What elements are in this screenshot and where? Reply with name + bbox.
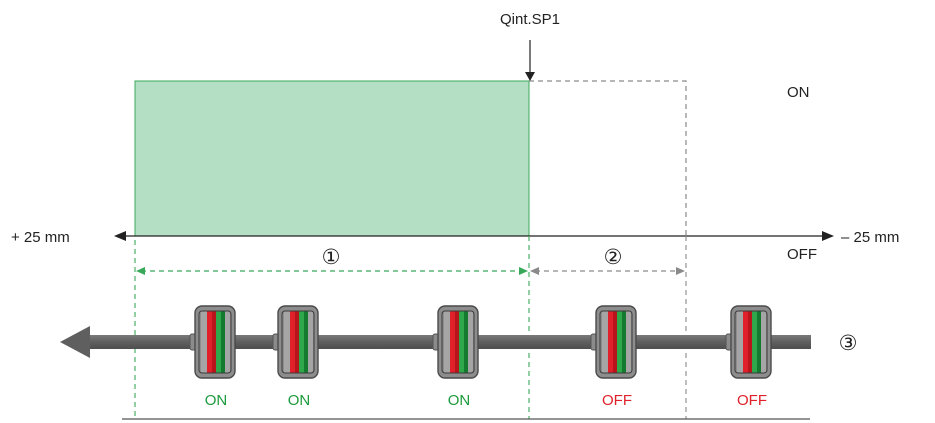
left-limit-label: + 25 mm <box>11 229 70 246</box>
zone1-arrow-right <box>519 267 528 275</box>
switch-point-arrowhead <box>525 72 535 81</box>
right-limit-label: – 25 mm <box>841 229 899 246</box>
object-5-state-label: OFF <box>737 392 767 409</box>
zone2-marker: ② <box>604 246 623 269</box>
object-2-state-label: ON <box>288 392 311 409</box>
objects-layer: ON ON ON OFF OFF <box>189 305 772 409</box>
state-on-label: ON <box>787 84 810 101</box>
switch-point-label: Qint.SP1 <box>500 11 560 28</box>
direction-marker: ③ <box>839 332 858 355</box>
state-off-label: OFF <box>787 246 817 263</box>
axis-arrow-left <box>114 231 126 241</box>
axis-arrow-right <box>822 231 834 241</box>
zone1-arrow-left <box>136 267 145 275</box>
object-5 <box>725 305 772 379</box>
zone2-dashed-box <box>529 80 687 236</box>
object-3 <box>432 305 479 379</box>
object-2 <box>272 305 319 379</box>
zone2-arrow-left <box>530 267 539 275</box>
movement-arrowhead <box>60 326 90 358</box>
object-3-state-label: ON <box>448 392 471 409</box>
object-1 <box>189 305 236 379</box>
object-4 <box>590 305 637 379</box>
zone2-arrow-right <box>676 267 685 275</box>
on-zone-area <box>134 80 530 237</box>
object-1-state-label: ON <box>205 392 228 409</box>
zone1-marker: ① <box>322 246 341 269</box>
object-4-state-label: OFF <box>602 392 632 409</box>
